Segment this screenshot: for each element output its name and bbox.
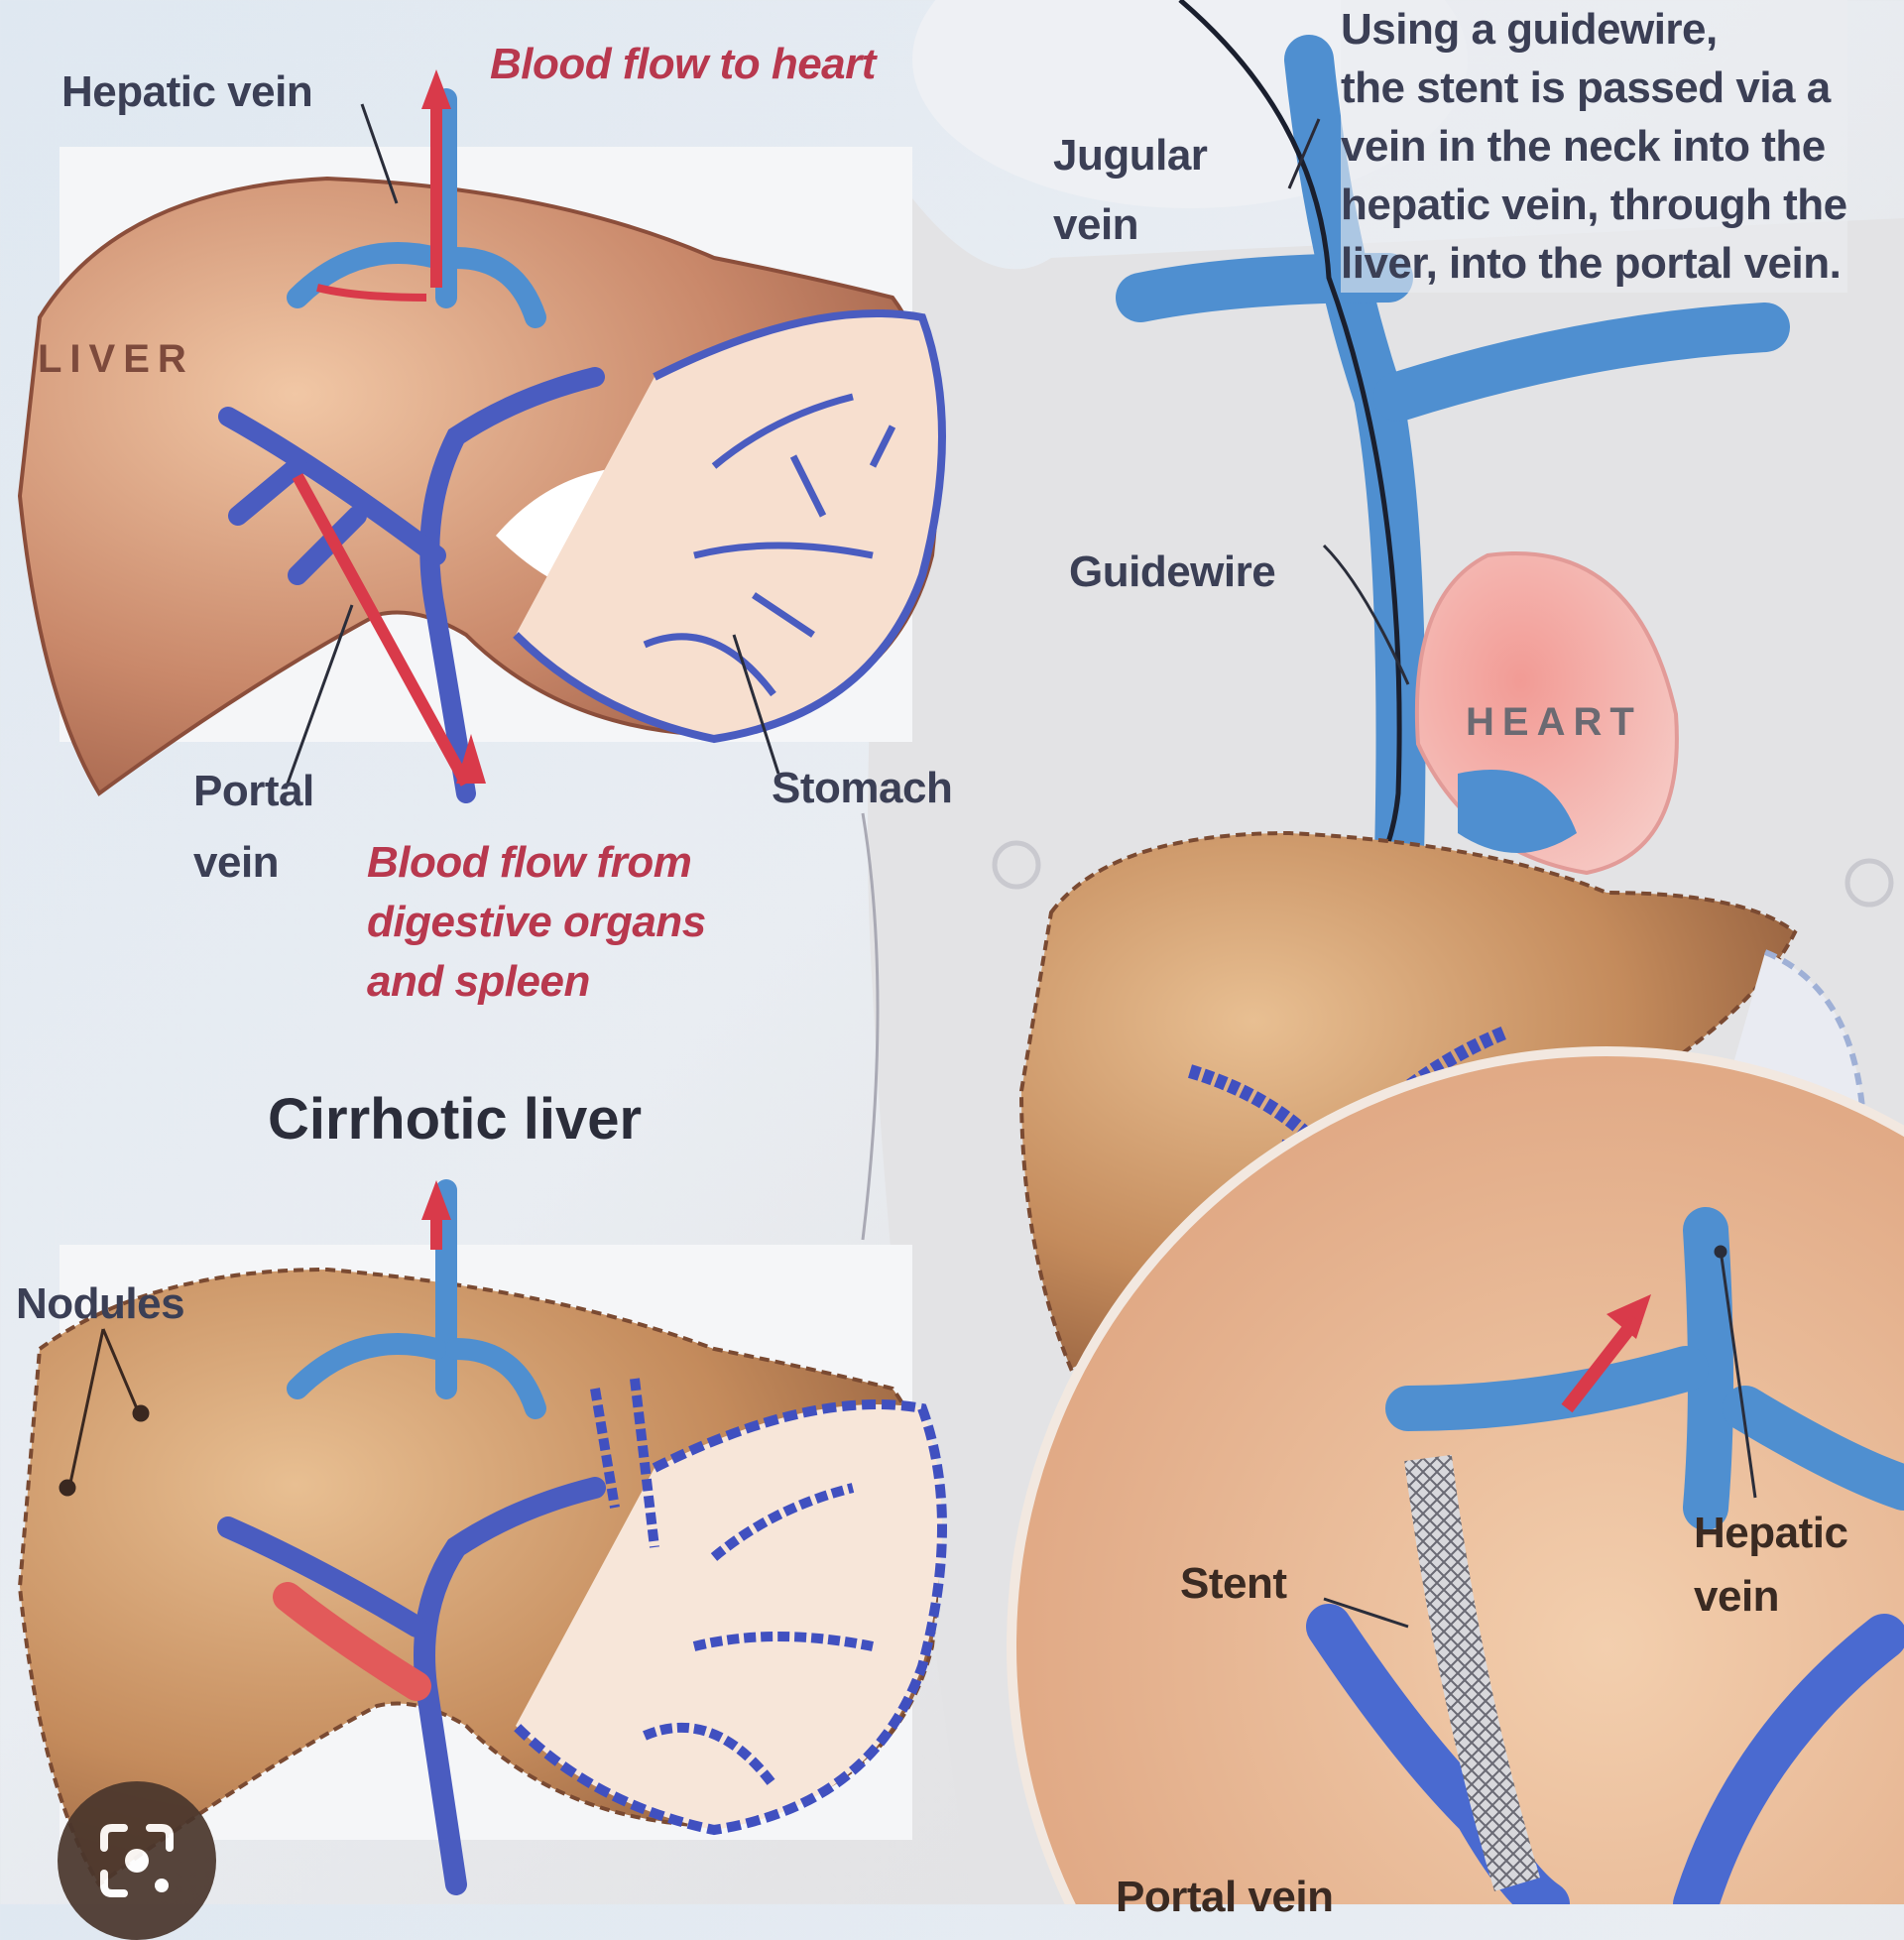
label-liver: LIVER [38,337,194,381]
label-blood-flow-to-heart: Blood flow to heart [490,40,876,88]
label-stomach: Stomach [772,764,953,812]
label-hepatic-vein: Hepatic vein [61,67,313,116]
label-portal-vein: Portal vein [193,767,314,887]
label-guidewire: Guidewire [1069,547,1276,596]
visual-search-button[interactable] [58,1781,216,1940]
procedure-description: Using a guidewire, the stent is passed v… [1341,0,1847,293]
label-portal-vein-inset: Portal vein [1116,1873,1334,1921]
label-blood-flow-from-digestive: Blood flow from digestive organs and spl… [367,838,706,1006]
label-hepatic-vein-inset: Hepatic vein [1694,1509,1848,1621]
cirrhotic-liver-title: Cirrhotic liver [268,1087,643,1152]
label-stent: Stent [1180,1559,1287,1608]
label-jugular-vein: Jugular vein [1053,131,1208,249]
label-nodules: Nodules [16,1279,185,1328]
lens-icon [100,1824,174,1897]
label-heart: HEART [1466,700,1642,744]
